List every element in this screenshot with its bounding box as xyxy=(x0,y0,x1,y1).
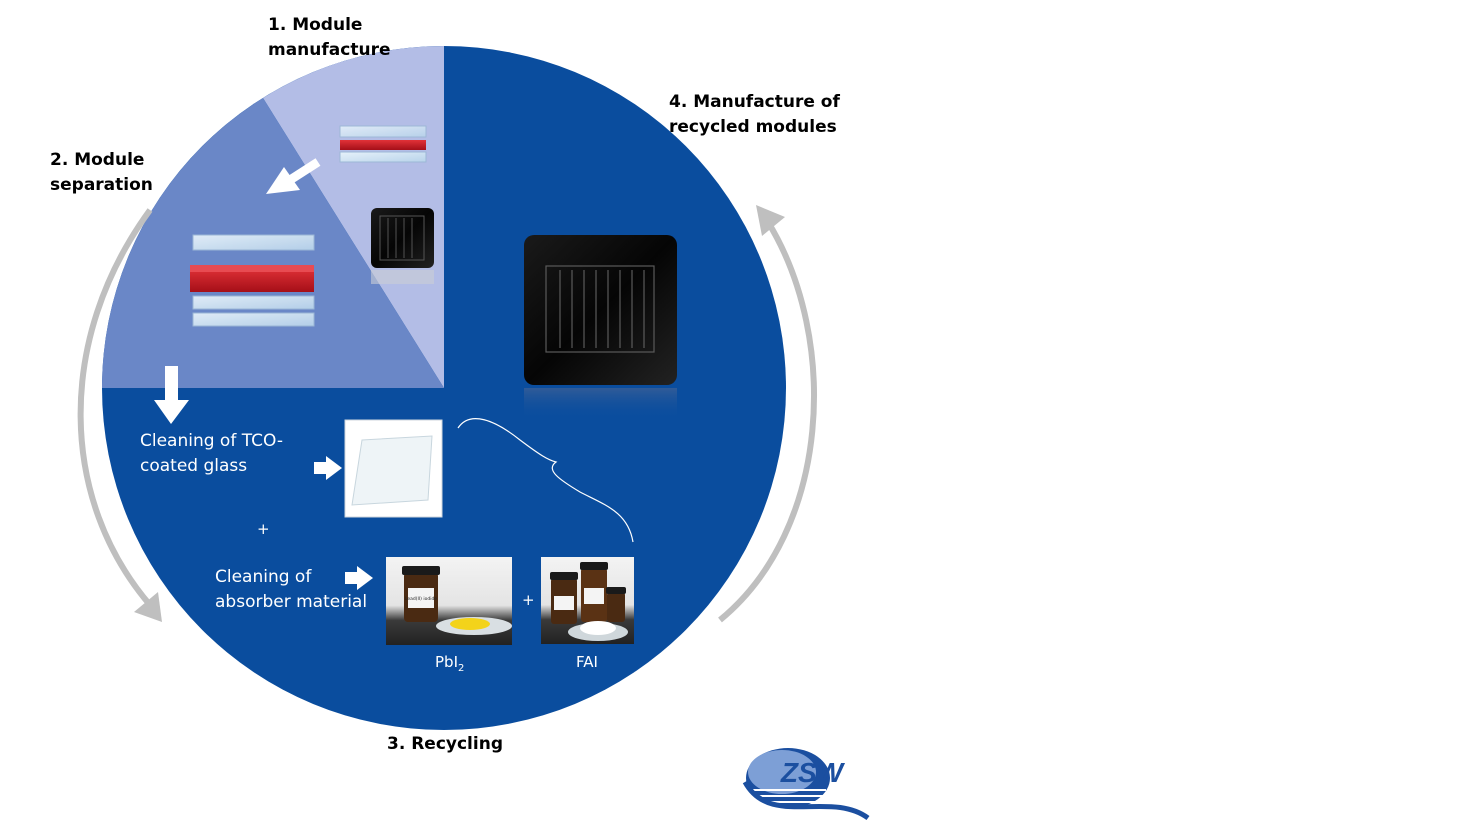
cycle-arrow-left xyxy=(77,208,153,607)
step-cleaning-glass: Cleaning of TCO- coated glass xyxy=(140,429,283,479)
step-cleaning-absorber: Cleaning of absorber material xyxy=(215,565,367,615)
stage-label-line: manufacture xyxy=(268,40,391,60)
cycle-arrow-right xyxy=(718,220,817,623)
plus-between-steps: + xyxy=(257,520,270,538)
stage-label-module-separation: 2. Module separation xyxy=(50,148,153,198)
module-photo-small xyxy=(371,208,434,284)
arrow-separation-down xyxy=(154,366,189,424)
stage-label-line: 1. Module xyxy=(268,15,363,35)
cycle-arrow-left-head xyxy=(134,592,162,622)
step-line: Cleaning of TCO- xyxy=(140,431,283,451)
arrow-to-absorber xyxy=(345,566,373,590)
stage-label-recycled-modules: 4. Manufacture of recycled modules xyxy=(669,90,840,140)
pbi2-subscript: 2 xyxy=(458,663,465,674)
pbi2-base: PbI xyxy=(435,653,458,671)
stage-label-module-manufacture: 1. Module manufacture xyxy=(268,13,390,63)
arrow-to-glass xyxy=(314,456,342,480)
module-stack-small xyxy=(339,125,427,163)
pbi2-photo: Lead(II) iodide xyxy=(386,557,512,645)
logo-text: ZSW xyxy=(780,757,846,788)
material-label-fai: FAI xyxy=(576,653,598,671)
step-line: absorber material xyxy=(215,592,368,612)
bottle-label-lead: Lead(II) iodide xyxy=(405,596,437,602)
plus-between-materials: + xyxy=(522,591,535,609)
stage-label-line: 2. Module xyxy=(50,150,145,170)
step-line: coated glass xyxy=(140,456,248,476)
stage-label-recycling: 3. Recycling xyxy=(387,734,503,754)
brace-connector xyxy=(457,418,634,543)
step-line: Cleaning of xyxy=(215,567,312,587)
zsw-logo: ZSW xyxy=(742,748,870,821)
stage-label-line: 4. Manufacture of xyxy=(669,92,840,112)
stage-label-line: separation xyxy=(50,175,153,195)
glass-substrate-photo xyxy=(344,419,443,518)
arrow-manufacture-to-separation xyxy=(266,158,321,194)
cycle-arrow-right-head xyxy=(756,205,785,236)
material-label-pbi2: PbI2 xyxy=(435,652,464,679)
module-stack-separated xyxy=(190,234,315,327)
fai-photo xyxy=(541,557,634,644)
stage-label-line: recycled modules xyxy=(669,117,837,137)
recycled-module-photo xyxy=(524,235,677,420)
